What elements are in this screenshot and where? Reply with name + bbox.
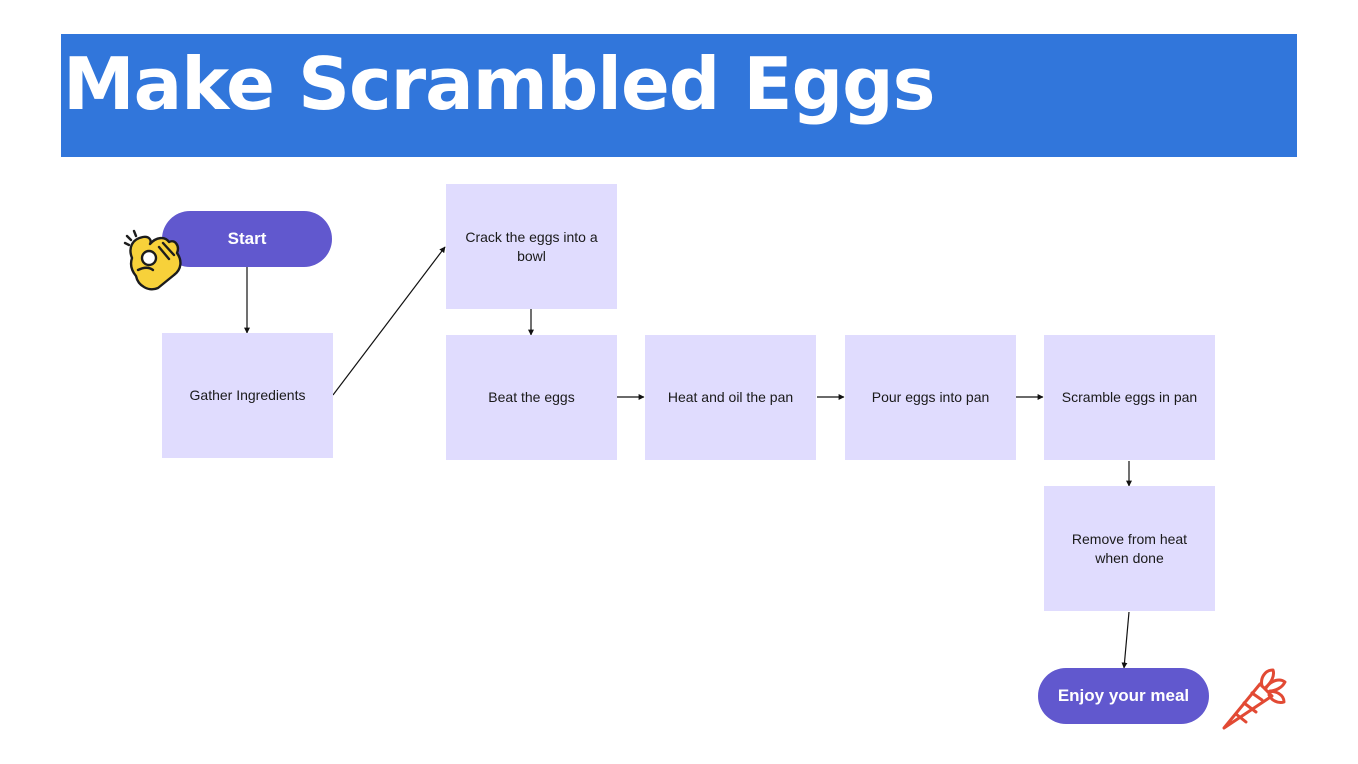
ok-hand-icon xyxy=(123,229,182,291)
start-node-label: Start xyxy=(227,229,267,248)
step-pour-eggs: Pour eggs into pan xyxy=(845,335,1016,460)
arrow-remove-to-end xyxy=(1121,611,1130,669)
step-remove-from-heat-label: Remove from heat when done xyxy=(1071,530,1188,566)
step-heat-pan-label: Heat and oil the pan xyxy=(667,389,794,405)
page-title: Make Scrambled Eggs xyxy=(63,42,936,126)
step-gather-ingredients: Gather Ingredients xyxy=(162,333,333,458)
end-node: Enjoy your meal xyxy=(1038,668,1209,724)
arrow-gather-to-crack xyxy=(332,246,446,396)
step-remove-from-heat: Remove from heat when done xyxy=(1044,486,1215,611)
step-crack-eggs: Crack the eggs into a bowl xyxy=(446,184,617,309)
step-gather-ingredients-label: Gather Ingredients xyxy=(189,387,306,403)
step-pour-eggs-label: Pour eggs into pan xyxy=(871,389,990,405)
step-heat-pan: Heat and oil the pan xyxy=(645,335,816,460)
step-scramble-eggs: Scramble eggs in pan xyxy=(1044,335,1215,460)
end-node-label: Enjoy your meal xyxy=(1057,686,1190,705)
step-crack-eggs-label: Crack the eggs into a bowl xyxy=(465,228,598,264)
start-node: Start xyxy=(162,211,332,267)
step-beat-eggs-label: Beat the eggs xyxy=(488,389,575,405)
carrot-icon xyxy=(1222,668,1287,730)
title-banner: Make Scrambled Eggs xyxy=(61,34,1297,157)
step-beat-eggs: Beat the eggs xyxy=(446,335,617,460)
step-scramble-eggs-label: Scramble eggs in pan xyxy=(1061,389,1198,405)
